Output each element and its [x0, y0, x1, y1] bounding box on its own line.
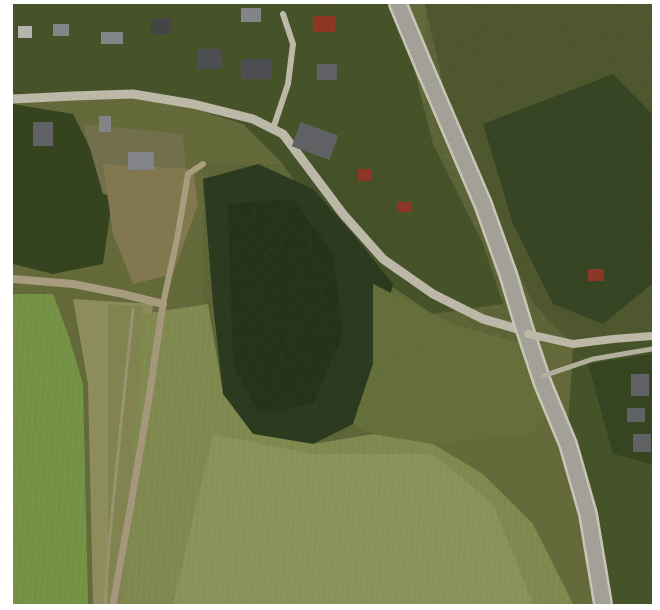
aerial-map[interactable] — [13, 4, 652, 604]
